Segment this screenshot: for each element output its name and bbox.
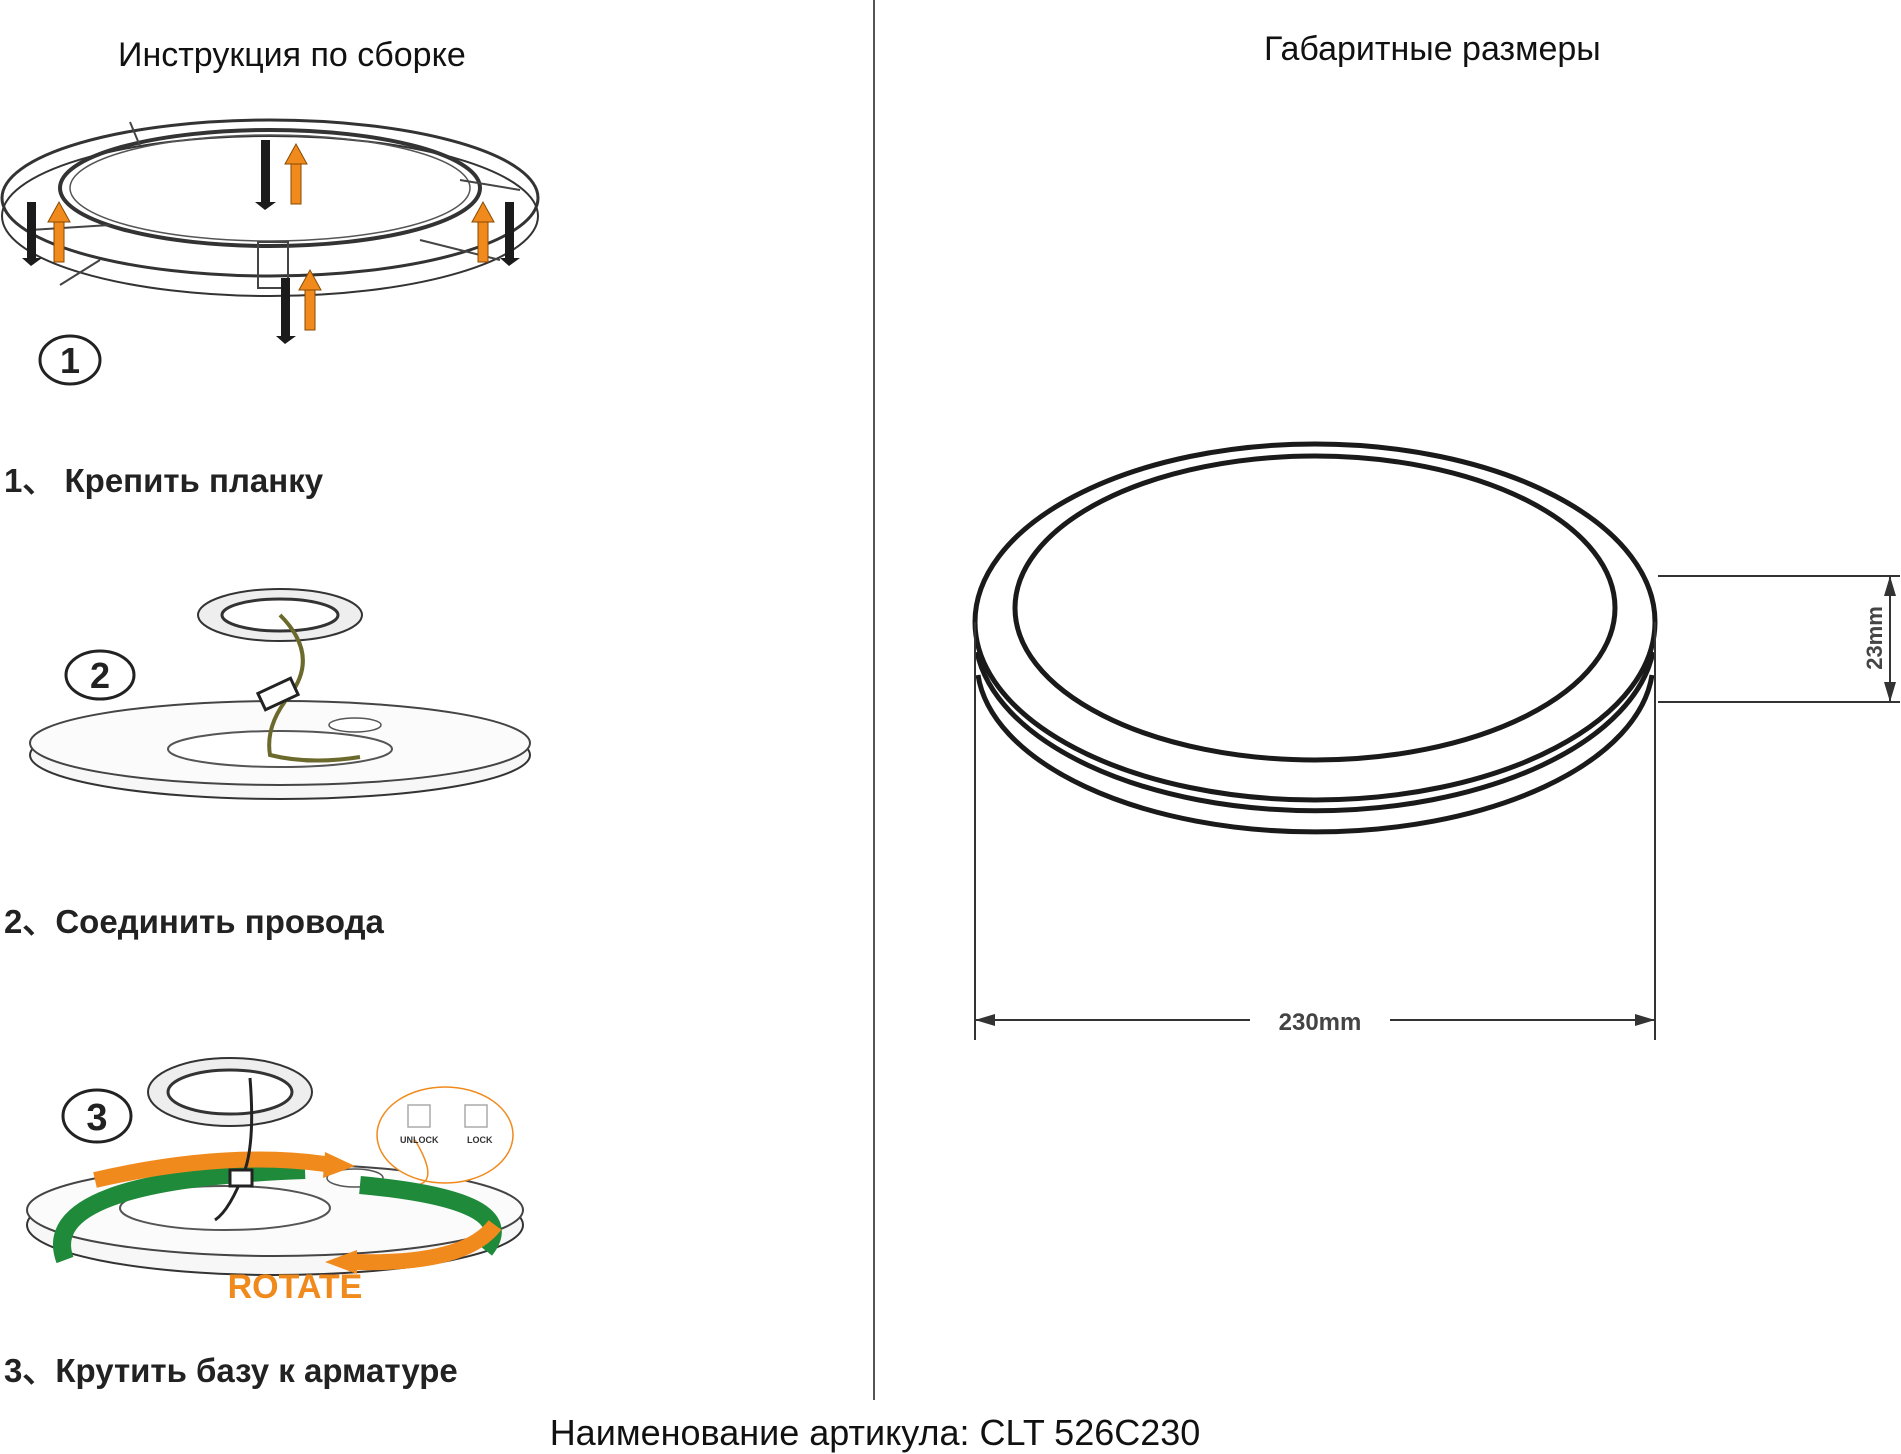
step3-label: 3、Крутить базу к арматуре [4,1352,458,1389]
step1-label: 1、 Крепить планку [4,462,324,499]
dimensions-title: Габаритные размеры [1264,30,1601,68]
step3-badge: 3 [86,1097,107,1139]
dimension-drawing: 230mm 23mm [972,441,1900,1040]
step2-label: 2、Соединить провода [4,903,384,940]
step1-illustration: 1 [0,118,540,386]
section-divider [873,0,875,1400]
rotate-text: ROTATE [228,1268,363,1306]
article-name: Наименование артикула: CLT 526C230 [549,1412,1201,1453]
assembly-title: Инструкция по сборке [118,36,466,74]
step1-badge: 1 [60,340,80,381]
step3-illustration: UNLOCK LOCK ROTATE 3 [26,1057,524,1306]
step2-badge: 2 [90,655,110,696]
diameter-label: 230mm [1279,1009,1362,1036]
lock-text: LOCK [467,1135,493,1145]
height-label: 23mm [1862,606,1887,670]
step2-illustration: 2 [29,588,531,800]
unlock-text: UNLOCK [400,1135,439,1145]
